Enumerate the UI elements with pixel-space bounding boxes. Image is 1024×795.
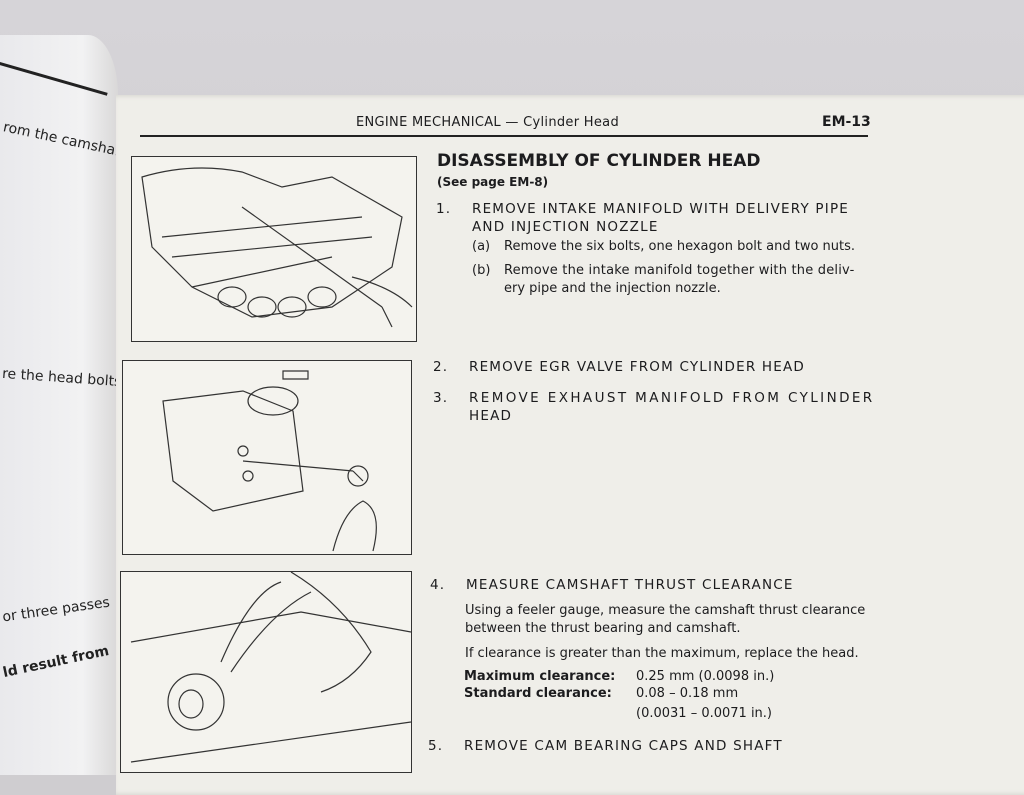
step-4-paragraph: between the thrust bearing and camshaft. — [465, 621, 741, 636]
step-4-paragraph: If clearance is greater than the maximum… — [465, 646, 859, 661]
step-text: AND INJECTION NOZZLE — [472, 219, 659, 235]
step-number: 4. — [430, 577, 446, 593]
step-text: REMOVE EGR VALVE FROM CYLINDER HEAD — [469, 359, 806, 375]
step-number: 1. — [436, 201, 452, 217]
spec-value: 0.08 – 0.18 mm — [636, 686, 739, 701]
camshaft-clearance-illustration — [120, 571, 412, 773]
substep-b: (b) — [472, 262, 490, 280]
step-text: MEASURE CAMSHAFT THRUST CLEARANCE — [466, 577, 794, 593]
substep-b-text: ery pipe and the injection nozzle. — [504, 281, 721, 296]
step-text: HEAD — [469, 408, 513, 424]
header-section: ENGINE MECHANICAL — [356, 115, 501, 130]
intake-manifold-illustration — [131, 156, 417, 342]
left-page — [0, 35, 118, 775]
step-number: 5. — [428, 738, 444, 754]
spec-value: 0.25 mm (0.0098 in.) — [636, 669, 775, 684]
step-text: REMOVE CAM BEARING CAPS AND SHAFT — [464, 738, 783, 754]
spec-label: Maximum clearance: — [464, 669, 616, 684]
step-number: 2. — [433, 359, 449, 375]
step-text: REMOVE EXHAUST MANIFOLD FROM CYLINDER — [469, 390, 875, 406]
header-subsection: — Cylinder Head — [505, 115, 619, 130]
section-subtitle: (See page EM-8) — [437, 175, 549, 189]
header-rule — [140, 135, 868, 137]
step-number: 3. — [433, 390, 449, 406]
substep-label: (a) — [472, 239, 491, 254]
spec-label: Standard clearance: — [464, 686, 612, 701]
spec-value: (0.0031 – 0.0071 in.) — [636, 706, 772, 721]
page-number: EM-13 — [822, 114, 871, 130]
substep-a-text: Remove the six bolts, one hexagon bolt a… — [504, 239, 856, 254]
section-title: DISASSEMBLY OF CYLINDER HEAD — [437, 151, 761, 171]
substep-label: (b) — [472, 263, 491, 278]
substep-b-text: Remove the intake manifold together with… — [504, 263, 855, 278]
step-text: REMOVE INTAKE MANIFOLD WITH DELIVERY PIP… — [472, 201, 850, 217]
step-4-paragraph: Using a feeler gauge, measure the camsha… — [465, 603, 866, 618]
page-header: ENGINE MECHANICAL — Cylinder Head — [356, 115, 619, 130]
substep-a: (a) — [472, 238, 490, 256]
egr-valve-illustration — [122, 360, 412, 555]
